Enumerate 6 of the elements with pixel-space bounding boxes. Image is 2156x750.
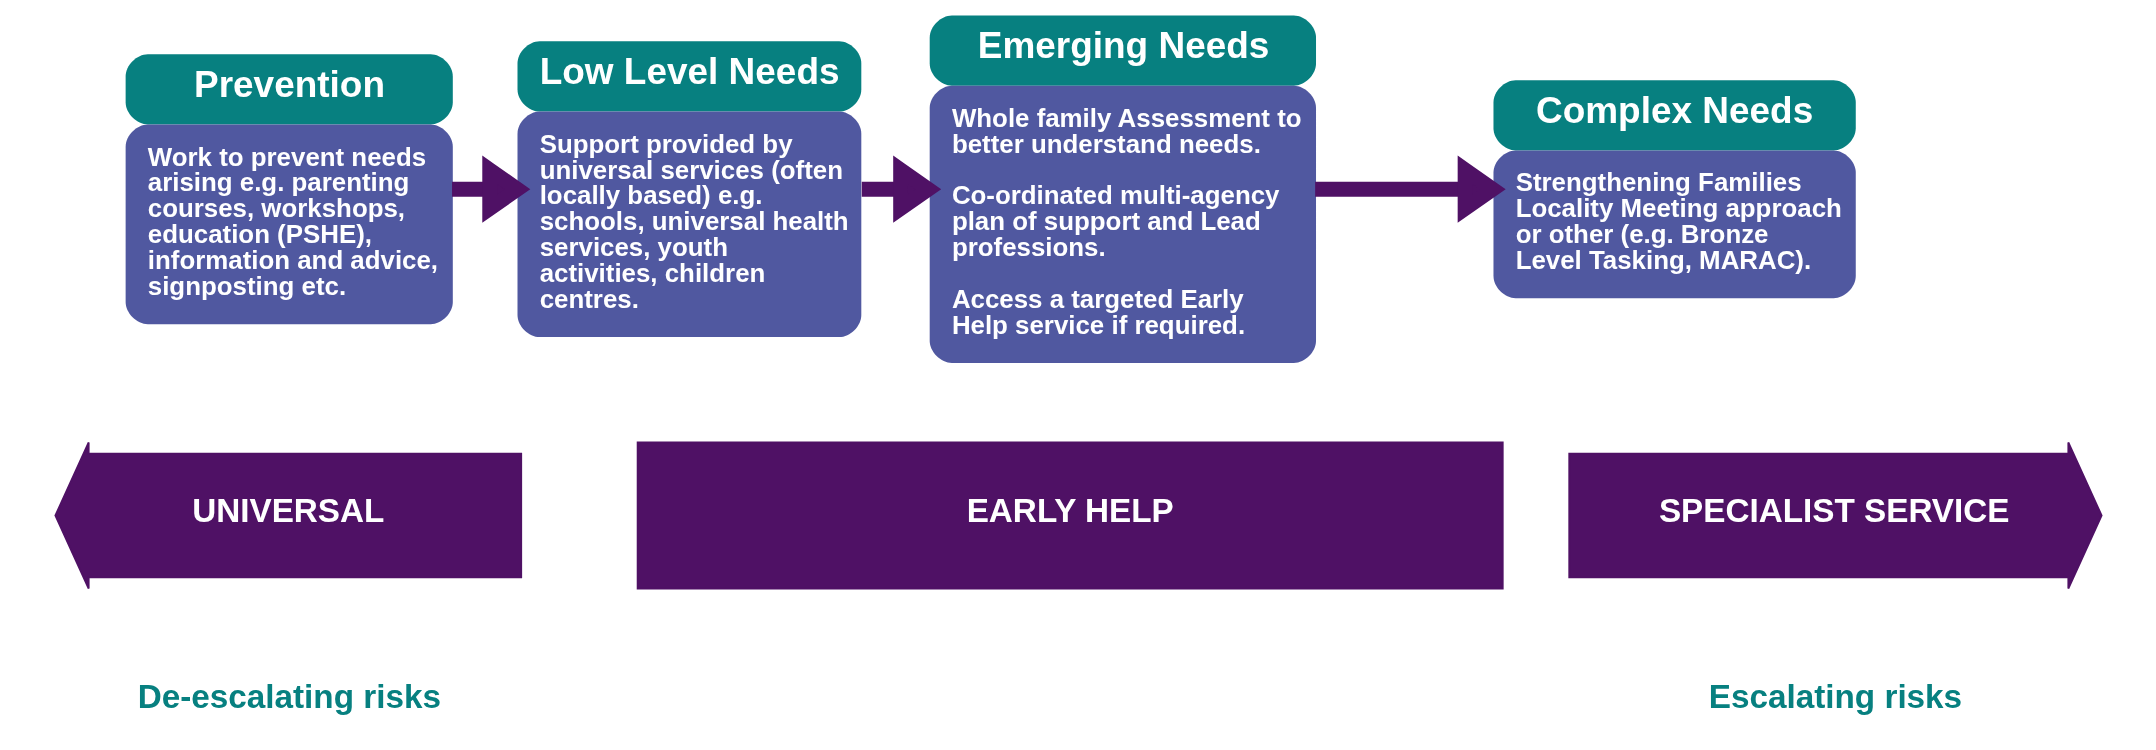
arrow [861,155,941,223]
label: Escalating risks [1708,677,1962,715]
arrow [1314,155,1506,223]
label: De-escalating risks [137,677,441,715]
node-box: EARLY HELP [636,441,1504,590]
arrow [451,155,530,223]
